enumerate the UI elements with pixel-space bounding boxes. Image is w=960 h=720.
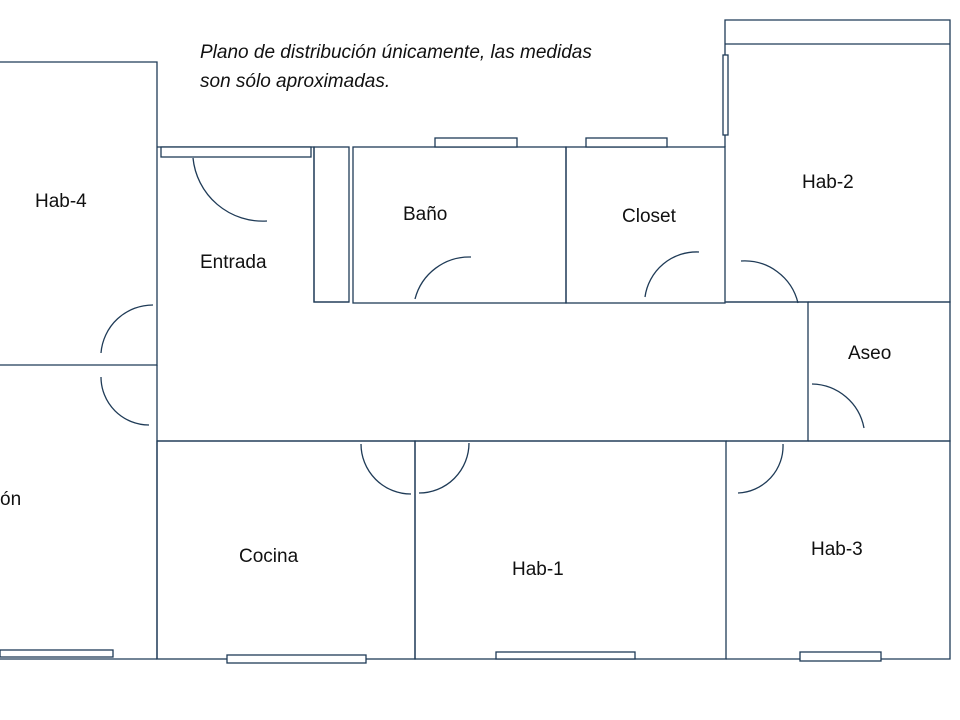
door-arc-entrada [192,157,268,222]
room-labels: Hab-4 Entrada Baño Closet Hab-2 Aseo ón … [0,172,891,580]
room-label-hab2: Hab-2 [802,172,854,193]
door-arc-bano [414,256,472,300]
window-closet [585,137,668,148]
window-cocina [226,654,367,664]
door-arc-closet [644,251,700,298]
window-salon [0,649,114,658]
room-label-salon: ón [0,489,21,510]
window-bano [434,137,518,148]
door-arc-hab2 [740,260,799,304]
door-arc-cocina [360,443,412,495]
room-label-closet: Closet [622,206,677,227]
door-arc-hab3 [737,443,784,494]
room-label-entrada: Entrada [200,252,267,273]
wall-hab2 [724,19,951,303]
window-entrada [160,146,312,158]
window-hab2-side [722,54,729,136]
door-swings [100,157,865,495]
room-label-hab1: Hab-1 [512,559,564,580]
room-label-cocina: Cocina [239,546,299,567]
door-arc-salon [100,376,150,426]
wall-entrada [157,146,349,303]
door-arc-hab1 [418,442,470,494]
door-arc-hab4 [100,304,154,354]
entrada-closet-wall [313,146,350,303]
disclaimer-note: Plano de distribución únicamente, las me… [200,38,720,96]
disclaimer-line-2: son sólo aproximadas. [200,71,391,92]
wall-hab4 [0,61,158,366]
wall-bano [352,146,567,304]
window-hab1 [495,651,636,660]
door-arc-aseo [811,383,865,429]
disclaimer-line-1: Plano de distribución únicamente, las me… [200,42,592,63]
wall-corridor [157,301,809,442]
walls [0,19,951,660]
room-label-hab4: Hab-4 [35,191,87,212]
room-label-bano: Baño [403,204,447,225]
wall-aseo [808,301,951,442]
room-label-aseo: Aseo [848,343,891,364]
window-hab3 [799,651,882,662]
room-label-hab3: Hab-3 [811,539,863,560]
windows [0,54,882,664]
wall-hab1 [414,440,727,660]
